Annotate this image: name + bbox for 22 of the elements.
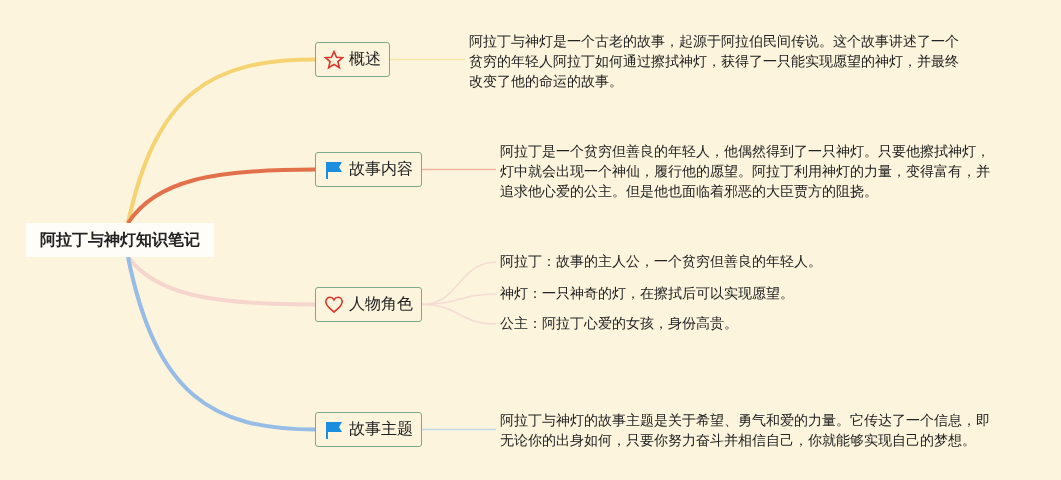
topic-label: 故事主题 bbox=[349, 419, 413, 439]
branch-line bbox=[126, 256, 316, 432]
topic-label: 故事内容 bbox=[349, 159, 413, 179]
topic-box bbox=[315, 412, 422, 447]
branch-line bbox=[421, 303, 497, 325]
note-text: 阿拉丁与神灯是一个古老的故事，起源于阿拉伯民间传说。这个故事讲述了一个贫穷的年轻人阿拉丁如何通过擦拭神灯，获得了一只能实现愿望的神灯，并最终改变了他的命运的故事。 bbox=[469, 32, 969, 92]
branch-line bbox=[421, 168, 497, 171]
note-text: 阿拉丁：故事的主人公，一个贫穷但善良的年轻人。 bbox=[500, 252, 830, 272]
branch-line bbox=[389, 58, 466, 61]
topic-label: 概述 bbox=[349, 49, 381, 69]
branch-line bbox=[126, 57, 316, 224]
note-text: 阿拉丁是一个贫穷但善良的年轻人，他偶然得到了一只神灯。只要他擦拭神灯，灯中就会出现一个神仙，履行他的愿望。阿拉丁利用神灯的力量，变得富有，并追求他心爱的公主。但是他也面临着邪恶的大臣贾方的阻挠。 bbox=[500, 142, 1000, 202]
topic-label: 人物角色 bbox=[349, 294, 413, 314]
note-text: 阿拉丁与神灯的故事主题是关于希望、勇气和爱的力量。它传达了一个信息，即无论你的出身如何，只要你努力奋斗并相信自己，你就能够实现自己的梦想。 bbox=[500, 411, 1000, 451]
branch-line bbox=[421, 428, 497, 431]
central-topic: 阿拉丁与神灯知识笔记 bbox=[26, 223, 214, 257]
note-text: 公主：阿拉丁心爱的女孩，身份高贵。 bbox=[500, 314, 830, 334]
topic-box bbox=[315, 152, 422, 187]
topic-box bbox=[315, 42, 390, 77]
branch-line bbox=[126, 167, 316, 225]
note-text: 神灯：一只神奇的灯，在擦拭后可以实现愿望。 bbox=[500, 284, 830, 304]
topic-box bbox=[315, 287, 422, 322]
